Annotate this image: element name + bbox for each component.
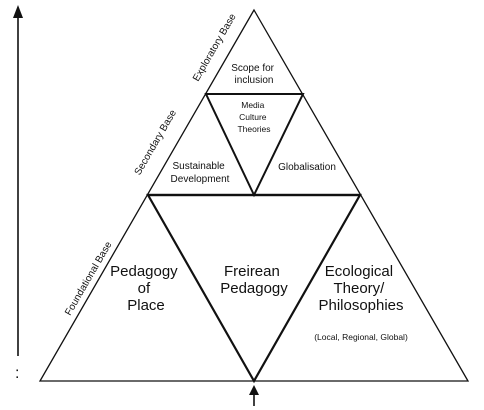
- media-region-label: Media Culture Theories: [237, 100, 270, 134]
- sustainable-line-1: Sustainable: [172, 161, 225, 172]
- media-line-3: Theories: [237, 124, 270, 134]
- media-line-2: Culture: [239, 112, 267, 122]
- freirean-inverted-triangle: [146, 193, 362, 384]
- progression-arrowhead-left: [13, 5, 23, 18]
- sustainable-line-2: Development: [171, 174, 230, 185]
- pedagogy-place-line-3: Place: [127, 297, 165, 314]
- pedagogy-place-line-1: Pedagogy: [110, 263, 178, 280]
- ecological-line-1: Ecological: [325, 263, 393, 280]
- ecological-sub-label: (Local, Regional, Global): [314, 332, 408, 342]
- foundational-base-label: Foundational Base: [63, 240, 114, 318]
- pedagogy-place-line-2: of: [138, 280, 151, 297]
- scope-region-label: Scope for inclusion: [231, 63, 277, 86]
- media-line-1: Media: [241, 100, 264, 110]
- ecological-line-2: Theory/: [333, 280, 385, 297]
- freirean-line-2: Pedagogy: [220, 280, 288, 297]
- globalisation-region-label: Globalisation: [278, 162, 336, 173]
- ecological-line-3: Philosophies: [318, 297, 403, 314]
- globalisation-line-1: Globalisation: [278, 162, 336, 173]
- freirean-region-label: Freirean Pedagogy: [220, 263, 288, 297]
- scope-line-1: Scope for: [231, 63, 274, 74]
- media-inverted-triangle: [204, 93, 305, 198]
- pedagogy-place-region-label: Pedagogy of Place: [110, 263, 182, 314]
- sustainable-region-label: Sustainable Development: [171, 161, 230, 185]
- bottom-arrowhead: [249, 385, 259, 395]
- freirean-line-1: Freirean: [224, 263, 280, 280]
- ecological-region-label: Ecological Theory/ Philosophies: [318, 263, 403, 314]
- scope-line-2: inclusion: [235, 75, 274, 86]
- continuation-dots: :: [15, 365, 19, 382]
